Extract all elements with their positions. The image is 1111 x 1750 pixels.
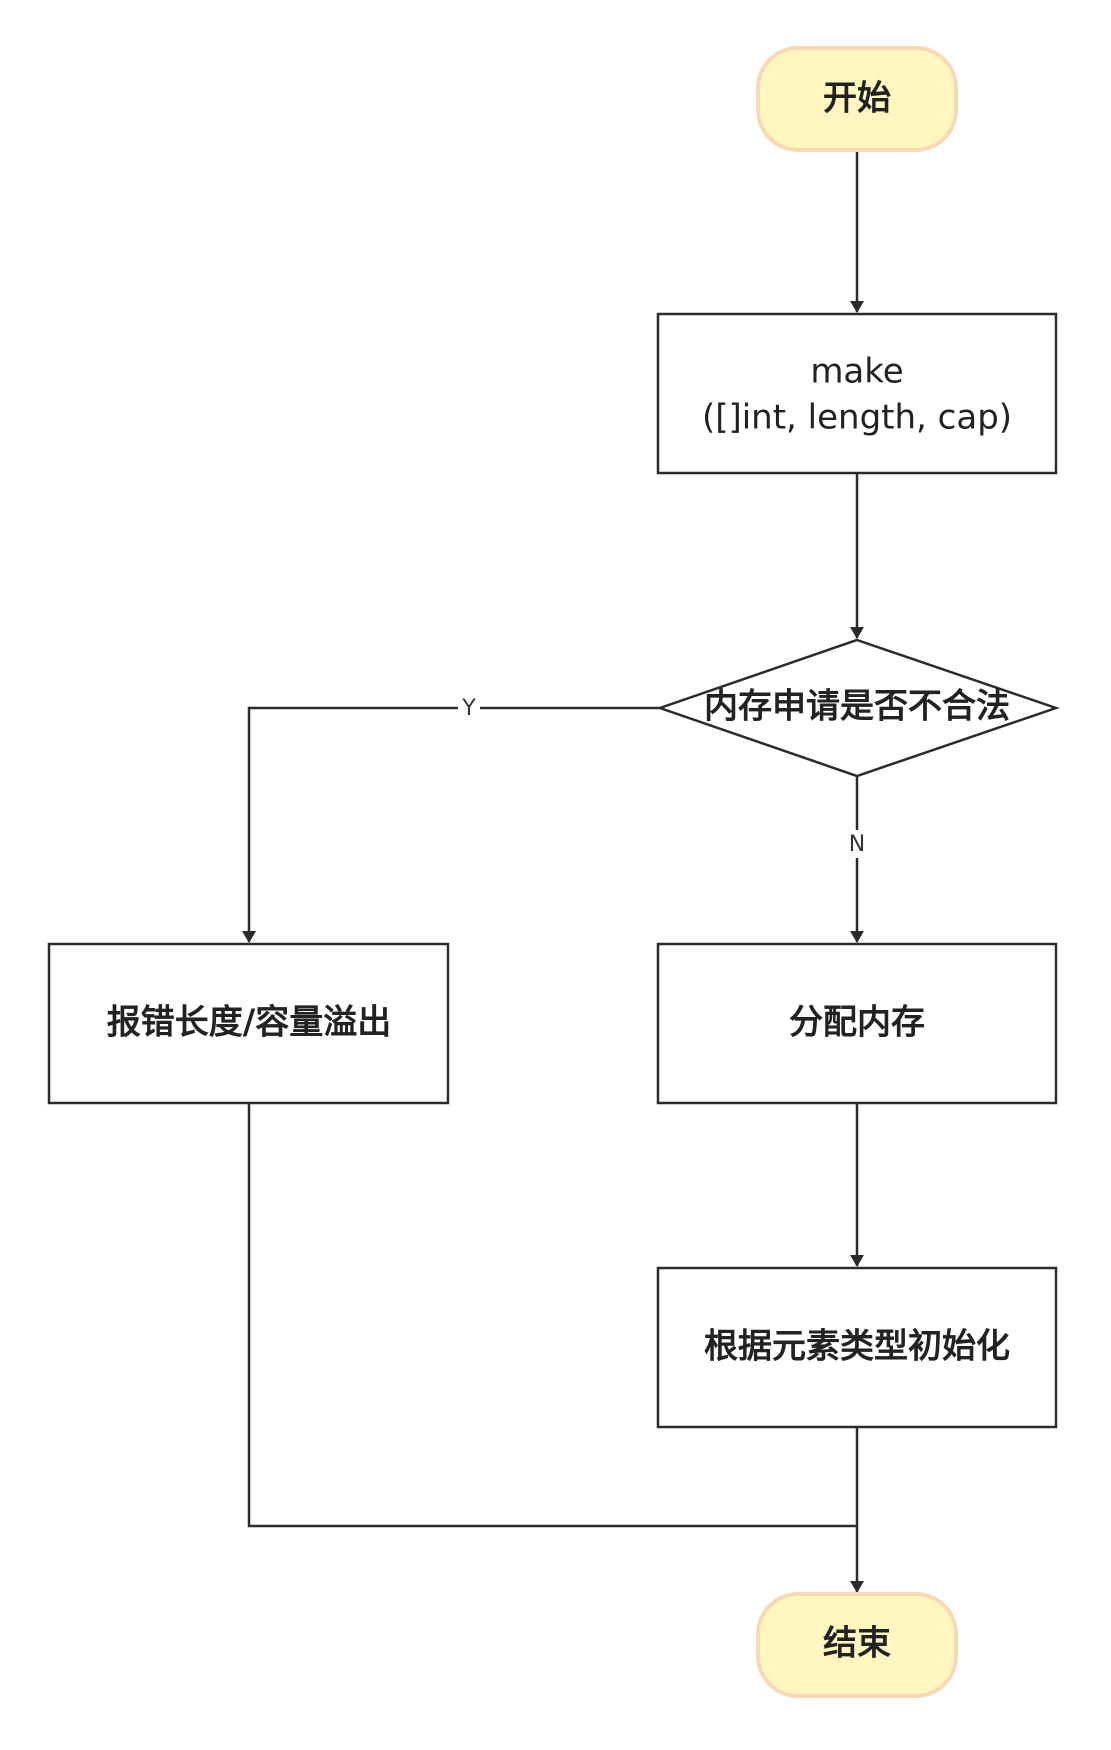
make-node-label-line1: make	[810, 352, 903, 392]
end-node-label: 结束	[823, 1624, 891, 1664]
edge-label-yes: Y	[461, 696, 476, 721]
decision-node-label: 内存申请是否不合法	[704, 687, 1010, 727]
start-node	[756, 46, 958, 152]
init-process-node	[656, 1266, 1058, 1429]
start-node-label: 开始	[823, 79, 891, 119]
allocate-node-label: 分配内存	[789, 1003, 925, 1043]
make-process-node	[656, 312, 1058, 475]
init-node-label: 根据元素类型初始化	[704, 1327, 1010, 1367]
edge-decision-yes-to-error	[242, 706, 660, 943]
make-node-label-line2: ([]int, length, cap)	[702, 398, 1012, 438]
error-process-node	[47, 942, 450, 1105]
decision-node	[656, 638, 1060, 778]
error-node-label: 报错长度/容量溢出	[107, 1003, 391, 1043]
allocate-process-node	[656, 942, 1058, 1105]
edge-label-no: N	[849, 832, 865, 857]
edge-error-to-end	[247, 1103, 857, 1528]
end-node	[756, 1592, 958, 1698]
